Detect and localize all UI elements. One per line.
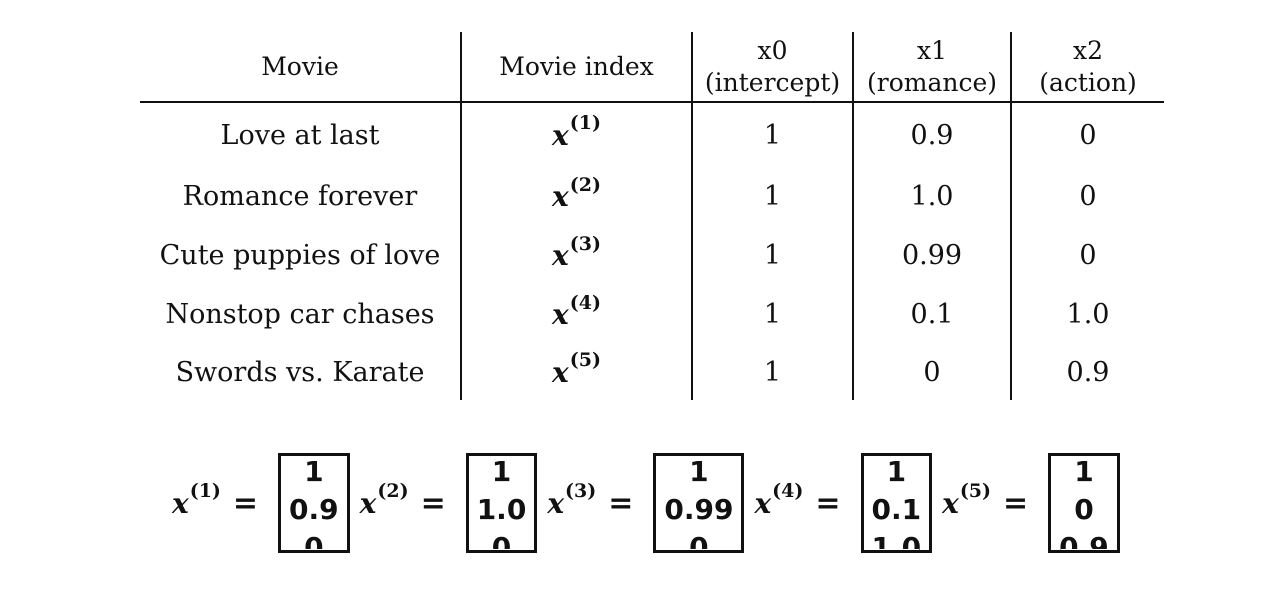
header-x2: x2 (action)	[1012, 32, 1164, 101]
movie-title: Swords vs. Karate	[140, 344, 462, 400]
equals-sign: =	[232, 485, 259, 521]
table-header-row: Movie Movie index x0 (intercept) x1 (rom…	[140, 32, 1164, 103]
vector-entry: 0.99	[664, 493, 734, 526]
vector-entry: 1.0	[476, 493, 527, 526]
header-x1: x1 (romance)	[854, 32, 1012, 101]
vector-superscript: (3)	[565, 480, 597, 502]
vector-superscript: (1)	[189, 480, 221, 502]
x0-value: 1	[693, 344, 854, 400]
x2-value: 0.9	[1066, 356, 1110, 388]
movie-title: Cute puppies of love	[140, 226, 462, 285]
header-x2-desc: (action)	[1039, 67, 1137, 97]
movie-index: x(5)	[462, 344, 693, 400]
x0-value: 1	[693, 167, 854, 226]
table-row: Cute puppies of love x(3) 1 0.99 0	[140, 226, 1164, 285]
x1-value: 0.9	[854, 103, 1012, 167]
x0-value: 1	[693, 103, 854, 167]
column-vector-bracket: 1 0 0.9	[1048, 453, 1120, 553]
x1-value: 0	[854, 344, 1012, 400]
vector-entry: 1	[1074, 455, 1094, 488]
vector-entry: 0	[304, 531, 324, 553]
index-variable: x	[552, 118, 569, 152]
table-row: Nonstop car chases x(4) 1 0.1 1.0	[140, 285, 1164, 344]
column-vector-bracket: 1 0.99 0	[653, 453, 745, 553]
movie-index: x(4)	[462, 285, 693, 344]
vector-entry: 0	[689, 531, 709, 553]
vector-variable: x	[359, 486, 377, 520]
feature-vector: x(4) = 1 0.1 1.0	[754, 453, 942, 553]
feature-vector: x(3) = 1 0.99 0	[547, 453, 754, 553]
x2-value: 0	[1079, 240, 1097, 271]
index-superscript: (2)	[569, 173, 601, 196]
index-superscript: (5)	[569, 349, 601, 371]
x2-value: 0	[1079, 119, 1097, 151]
vector-entry: 0	[491, 531, 512, 553]
vector-superscript: (2)	[377, 480, 409, 502]
x1-value: 0.1	[854, 285, 1012, 344]
column-vector-bracket: 1 0.9 0	[278, 453, 350, 553]
header-movie-index: Movie index	[462, 32, 693, 101]
table-row: Romance forever x(2) 1 1.0 0	[140, 167, 1164, 226]
vector-superscript: (5)	[959, 480, 992, 502]
movie-index: x(3)	[462, 226, 693, 285]
header-movie: Movie	[140, 32, 462, 101]
vector-entry: 0	[1074, 493, 1094, 526]
movie-title: Love at last	[140, 103, 462, 167]
header-x1-desc: (romance)	[866, 67, 998, 97]
vector-variable: x	[754, 486, 772, 520]
header-x1-name: x1	[916, 35, 947, 65]
index-superscript: (1)	[569, 112, 601, 134]
header-x0-desc: (intercept)	[704, 67, 841, 97]
column-vector-bracket: 1 1.0 0	[465, 453, 538, 553]
equals-sign: =	[608, 485, 634, 521]
movie-index: x(2)	[462, 167, 693, 226]
feature-vectors: x(1) = 1 0.9 0 x(2) = 1 1.0 0 x(3) =	[172, 452, 1130, 554]
x0-value: 1	[693, 285, 854, 344]
header-movie-index-label: Movie index	[499, 51, 654, 81]
vector-entry: 1.0	[871, 531, 922, 553]
x2-value: 0	[1079, 181, 1097, 212]
feature-vector: x(2) = 1 1.0 0	[360, 453, 548, 553]
index-variable: x	[552, 239, 569, 272]
x0-value: 1	[693, 226, 854, 285]
column-vector-bracket: 1 0.1 1.0	[860, 453, 933, 553]
feature-vector: x(5) = 1 0 0.9	[942, 453, 1130, 553]
equals-sign: =	[815, 485, 841, 521]
movie-index: x(1)	[462, 103, 693, 167]
index-superscript: (4)	[569, 291, 601, 314]
vector-superscript: (4)	[772, 480, 804, 502]
vector-entry: 0.1	[871, 493, 922, 526]
movie-title: Romance forever	[140, 167, 462, 226]
vector-variable: x	[547, 486, 565, 520]
x1-value: 0.99	[854, 226, 1012, 285]
index-variable: x	[552, 355, 569, 389]
header-x0: x0 (intercept)	[693, 32, 854, 101]
x2-value: 1.0	[1066, 299, 1110, 330]
header-x2-name: x2	[1072, 35, 1103, 65]
vector-entry: 0.9	[1059, 531, 1109, 553]
index-variable: x	[552, 298, 569, 331]
feature-vector: x(1) = 1 0.9 0	[172, 453, 360, 553]
index-superscript: (3)	[569, 232, 601, 255]
table-row: Swords vs. Karate x(5) 1 0 0.9	[140, 344, 1164, 400]
vector-variable: x	[942, 486, 959, 520]
equals-sign: =	[420, 485, 446, 521]
vector-entry: 0.9	[289, 493, 339, 526]
vector-variable: x	[172, 486, 189, 520]
vector-entry: 1	[304, 455, 324, 488]
x1-value: 1.0	[854, 167, 1012, 226]
equals-sign: =	[1003, 485, 1029, 521]
header-x0-name: x0	[757, 35, 788, 65]
vector-entry: 1	[689, 455, 709, 488]
vector-entry: 1	[886, 455, 907, 488]
movie-feature-table: Movie Movie index x0 (intercept) x1 (rom…	[140, 32, 1164, 400]
header-movie-label: Movie	[261, 51, 339, 81]
movie-title: Nonstop car chases	[140, 285, 462, 344]
vector-entry: 1	[491, 455, 512, 488]
table-row: Love at last x(1) 1 0.9 0	[140, 103, 1164, 167]
index-variable: x	[552, 180, 569, 213]
